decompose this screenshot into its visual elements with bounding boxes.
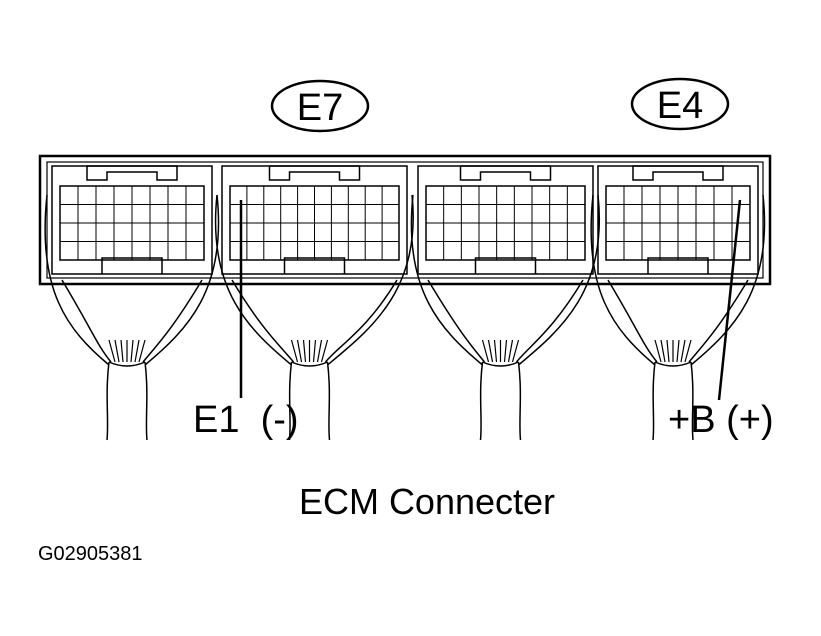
wire-strand (296, 339, 303, 363)
connector-block (417, 165, 594, 275)
wire-bundle (652, 361, 694, 441)
harness-outline (427, 279, 486, 363)
harness (214, 194, 414, 441)
harness-outline (144, 194, 220, 366)
connector-blocks (51, 165, 759, 275)
connector-block (221, 165, 408, 275)
wire-bundle (106, 361, 148, 441)
figure-code: G02905381 (38, 543, 143, 565)
harness-outline (590, 194, 656, 366)
harness-outline (607, 279, 658, 363)
wire-strand (316, 339, 323, 363)
wire-strand (684, 339, 692, 363)
wire-bundle (288, 361, 331, 441)
harness-outline (518, 194, 601, 366)
key-notch (101, 257, 163, 274)
harness-outline (515, 279, 584, 363)
wire-strand (660, 339, 666, 363)
key-notch (647, 257, 709, 274)
wire-strand (507, 339, 514, 363)
key-notch (474, 257, 537, 274)
harness-outline (327, 194, 414, 366)
harness (590, 194, 766, 441)
wire-strand (493, 339, 498, 363)
wire-strand (120, 339, 124, 363)
wire-bundle-top (291, 361, 328, 367)
wire-strand (676, 339, 680, 363)
wire-strand (134, 339, 140, 363)
harness-outline (61, 279, 112, 363)
harness (44, 194, 220, 441)
wire-strand (290, 339, 299, 363)
connector-block (597, 165, 759, 275)
key-notch (283, 257, 346, 274)
wire-strand (108, 339, 116, 363)
wire-strand (481, 339, 490, 363)
wire-bundle-top (654, 361, 692, 367)
connector-e7-label: E7 (297, 87, 343, 129)
e1-pin-label: E1 (-) (193, 399, 299, 441)
b-pin-label: +B (+) (668, 399, 774, 441)
wire-strand (320, 339, 329, 363)
wire-strand (302, 339, 307, 363)
harness-outline (688, 279, 749, 363)
connector-e4-label: E4 (657, 85, 703, 127)
connector-e7-callout: E7 (270, 79, 370, 133)
harness (410, 194, 601, 441)
wire-strand (666, 339, 670, 363)
wire-strand (138, 339, 146, 363)
latch (268, 165, 361, 181)
wire-strand (130, 339, 134, 363)
b-probe-line (717, 199, 742, 401)
wire-strand (503, 339, 508, 363)
ecm-housing (38, 154, 772, 286)
harness-outline (142, 279, 203, 363)
wire-strand (511, 339, 520, 363)
wire-bundle-top (108, 361, 146, 367)
connector-e4-callout: E4 (630, 77, 730, 131)
latch (459, 165, 552, 181)
connector-block (51, 165, 213, 275)
harness-outline (324, 279, 398, 363)
diagram-caption: ECM Connecter (299, 481, 555, 522)
wire-bundle-top (482, 361, 519, 367)
harness-outline (214, 194, 292, 366)
latch (632, 165, 724, 181)
harness-outline (44, 194, 110, 366)
harness-outline (690, 194, 766, 366)
wire-strand (654, 339, 662, 363)
wire-strand (487, 339, 494, 363)
wire-strand (312, 339, 317, 363)
wire-bundle (479, 361, 522, 441)
wire-strand (680, 339, 686, 363)
harness-outline (410, 194, 483, 366)
latch (86, 165, 178, 181)
wire-harnesses (44, 194, 766, 441)
wire-strand (114, 339, 120, 363)
